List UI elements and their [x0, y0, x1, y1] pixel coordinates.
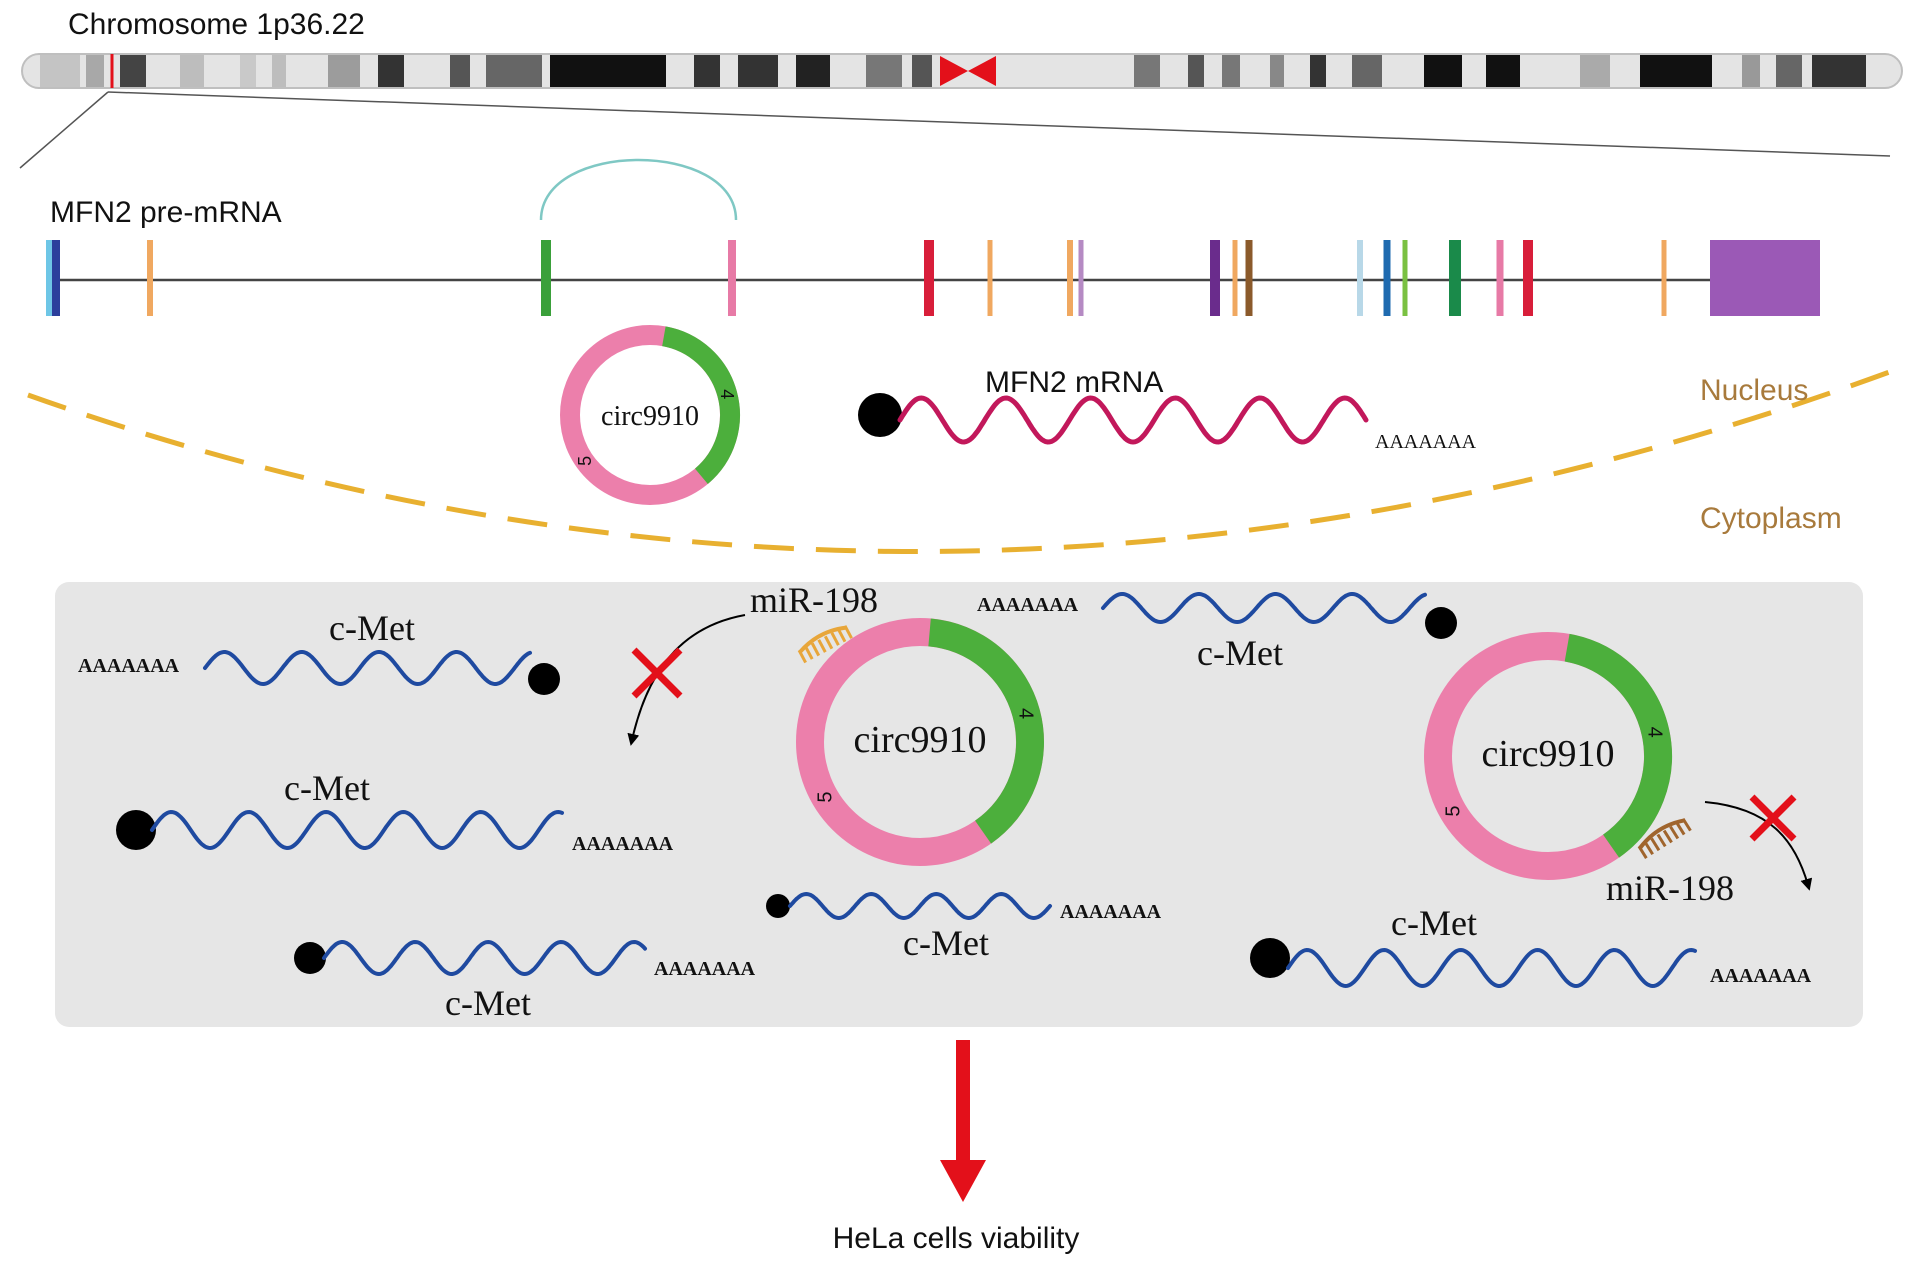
zoom-line-left: [19, 91, 109, 169]
exon-20: [1710, 240, 1820, 316]
svg-text:AAAAAAA: AAAAAAA: [654, 958, 756, 980]
svg-text:c-Met: c-Met: [445, 983, 531, 1023]
c-met-mrna-2: AAAAAAA c-Met: [977, 592, 1457, 673]
cytoplasm-panel: [55, 582, 1863, 1027]
outcome-arrow: [940, 1040, 986, 1202]
centromere-marker: [940, 56, 968, 86]
mfn2-polya: AAAAAAA: [1375, 431, 1477, 453]
circ9910-nuclear-label: circ9910: [601, 401, 699, 432]
circ9910-sponge-right: 45: [1424, 632, 1672, 880]
exon-2: [52, 240, 60, 316]
chromosome-ideogram: [21, 53, 1903, 89]
svg-text:4: 4: [1014, 708, 1036, 719]
exon-12: [1245, 240, 1253, 316]
svg-text:AAAAAAA: AAAAAAA: [1710, 965, 1812, 987]
mfn2-mrna: [858, 393, 1369, 445]
exon-19: [1661, 240, 1667, 316]
chromosome-label: Chromosome 1p36.22: [68, 8, 365, 41]
mfn2-mrna-label: MFN2 mRNA: [985, 366, 1163, 399]
exon-13: [1357, 240, 1363, 316]
exon-18: [1523, 240, 1533, 316]
exon-9: [1078, 240, 1084, 316]
svg-text:5: 5: [1443, 805, 1465, 816]
circ9910-center-label: circ9910: [854, 719, 987, 761]
mir198-blocked-arrow-right: [1704, 801, 1813, 891]
exon-6: [924, 240, 934, 316]
exon-7: [987, 240, 993, 316]
svg-text:c-Met: c-Met: [903, 923, 989, 963]
svg-text:c-Met: c-Met: [329, 608, 415, 648]
exon-8: [1067, 240, 1073, 316]
svg-text:AAAAAAA: AAAAAAA: [572, 833, 674, 855]
mir198-label-center: miR-198: [750, 580, 878, 620]
svg-text:5: 5: [815, 791, 837, 802]
exon-17: [1496, 240, 1504, 316]
zoom-line-right: [107, 91, 1891, 157]
c-met-mrna-6: AAAAAAA c-Met: [1250, 903, 1812, 989]
exon-10: [1210, 240, 1220, 316]
c-met-mrna-5: AAAAAAA c-Met: [766, 891, 1162, 963]
svg-text:4: 4: [717, 389, 737, 399]
c-met-mrna-4: AAAAAAA c-Met: [294, 939, 756, 1023]
cytoplasm-label: Cytoplasm: [1700, 502, 1842, 535]
block-cross-right: [1749, 794, 1797, 842]
nucleus-label: Nucleus: [1700, 374, 1808, 407]
svg-text:4: 4: [1643, 727, 1665, 738]
exon-5: [728, 240, 736, 316]
backsplice-arc: [539, 158, 738, 221]
svg-text:c-Met: c-Met: [1391, 903, 1477, 943]
mir198-label-right: miR-198: [1606, 868, 1734, 908]
mir198-bound-center: [797, 625, 853, 664]
circ9910-right-label: circ9910: [1482, 733, 1615, 775]
svg-text:c-Met: c-Met: [284, 768, 370, 808]
outcome-label: HeLa cells viability: [833, 1222, 1080, 1255]
mfn2-gene-structure: [46, 240, 1820, 316]
nuclear-membrane: [27, 367, 1896, 554]
exon-3: [147, 240, 153, 316]
exon-1: [46, 240, 54, 316]
gene-label: MFN2 pre-mRNA: [50, 196, 282, 229]
svg-text:AAAAAAA: AAAAAAA: [78, 655, 180, 677]
circ9910-sponge-center: 45: [796, 618, 1044, 866]
circ9910-nuclear: 45: [560, 325, 740, 505]
exon-14: [1383, 240, 1391, 316]
exon-11: [1232, 240, 1238, 316]
exon-15: [1402, 240, 1408, 316]
block-cross-center: [631, 647, 683, 699]
svg-text:5: 5: [575, 456, 595, 466]
c-met-mrna-3: AAAAAAA c-Met: [116, 768, 674, 855]
svg-text:AAAAAAA: AAAAAAA: [977, 594, 1079, 616]
c-met-mrna-1: AAAAAAA c-Met: [78, 608, 560, 695]
exon-4: [541, 240, 551, 316]
svg-text:c-Met: c-Met: [1197, 633, 1283, 673]
svg-text:AAAAAAA: AAAAAAA: [1060, 901, 1162, 923]
mir198-bound-right: [1637, 817, 1692, 859]
exon-16: [1449, 240, 1461, 316]
